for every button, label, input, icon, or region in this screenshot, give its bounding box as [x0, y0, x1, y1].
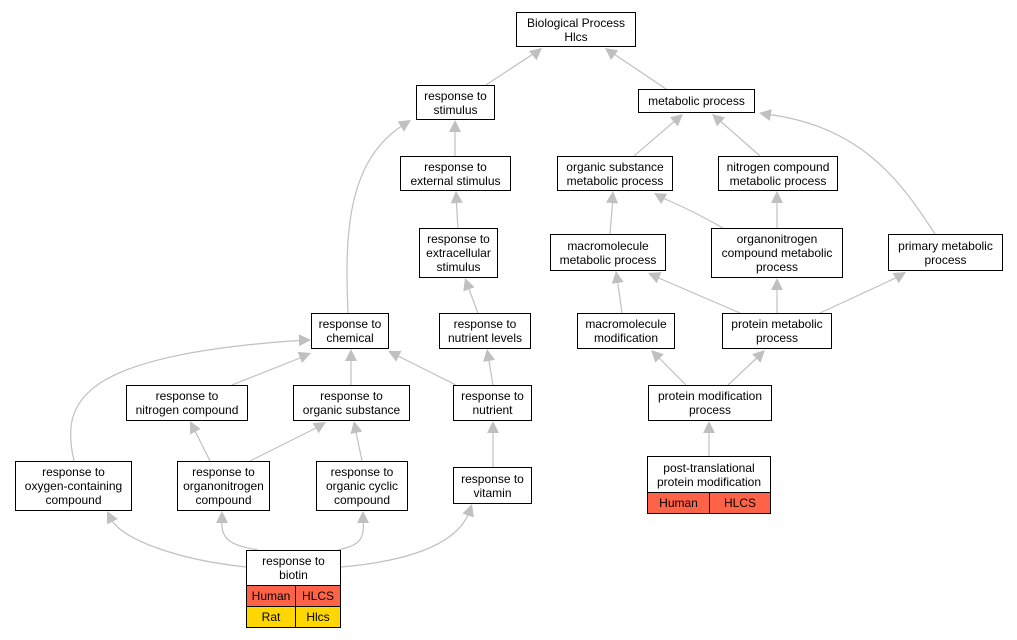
- node-organic-substance-metabolic-process[interactable]: organic substance metabolic process: [557, 156, 673, 191]
- node-response-to-biotin[interactable]: response to biotin: [246, 550, 341, 586]
- edge-chemical-to-stimulus: [346, 123, 406, 314]
- edge-external-to-stimulus-arrowhead: [449, 120, 461, 132]
- node-post-translational-protein-modification[interactable]: post-translational protein modification: [647, 456, 771, 493]
- edge-protein-to-mmp: [653, 275, 741, 314]
- node-response-to-external-stimulus[interactable]: response to external stimulus: [400, 156, 511, 191]
- node-response-to-organic-substance[interactable]: response to organic substance: [293, 385, 410, 421]
- node-response-to-oxygen-containing-compound[interactable]: response to oxygen-containing compound: [15, 461, 132, 511]
- edge-ncmp-to-metabolic-arrowhead: [712, 114, 725, 127]
- edge-mm-to-mmp-arrowhead: [611, 271, 624, 284]
- node-response-to-nitrogen-compound[interactable]: response to nitrogen compound: [126, 385, 248, 421]
- edge-biotin-to-vitamin-arrowhead: [462, 504, 474, 518]
- edge-ocmp-to-ncmp-arrowhead: [771, 191, 783, 203]
- annotation-human-species: Human: [246, 585, 296, 607]
- edge-biotin-to-rocc: [109, 516, 247, 568]
- node-response-to-stimulus[interactable]: response to stimulus: [416, 85, 495, 120]
- edge-chemical-to-stimulus-arrowhead: [397, 120, 411, 132]
- edge-ocmp-to-osmp: [659, 196, 724, 229]
- edge-protein-to-primary: [819, 275, 901, 314]
- edge-rnc-to-chemical: [231, 355, 306, 386]
- node-response-to-organic-cyclic-compound[interactable]: response to organic cyclic compound: [316, 461, 408, 511]
- node-protein-metabolic-process[interactable]: protein metabolic process: [722, 313, 832, 349]
- edge-rcc-to-ros-arrowhead: [350, 421, 363, 434]
- edge-osmp-to-metabolic: [633, 118, 678, 157]
- node-response-to-extracellular-stimulus[interactable]: response to extracellular stimulus: [419, 228, 498, 278]
- edge-nutrient-to-chemical: [393, 353, 457, 386]
- edge-metabolic-to-bp: [610, 51, 667, 90]
- edge-roc-to-ros-arrowhead: [312, 422, 326, 434]
- node-biological-process[interactable]: Biological Process Hlcs: [516, 12, 636, 47]
- edge-rocc-to-chemical: [69, 339, 306, 462]
- edge-nutrient-levels-to-extracellular-arrowhead: [463, 278, 475, 292]
- edge-rocc-to-chemical-arrowhead: [298, 334, 311, 347]
- edge-stimulus-to-bp-arrowhead: [528, 48, 542, 61]
- edge-pm-to-mm: [655, 354, 687, 386]
- edge-biotin-to-roc-arrowhead: [216, 511, 228, 523]
- edge-stimulus-to-bp: [485, 51, 537, 86]
- edge-pm-to-protein-arrowhead: [752, 350, 765, 363]
- edge-pm-to-protein: [727, 354, 761, 386]
- edge-roc-to-rnc: [192, 426, 211, 462]
- edge-metabolic-to-bp-arrowhead: [605, 48, 619, 60]
- node-primary-metabolic-process[interactable]: primary metabolic process: [888, 234, 1003, 271]
- edge-primary-to-metabolic-arrowhead: [759, 109, 772, 121]
- node-macromolecule-metabolic-process[interactable]: macromolecule metabolic process: [550, 234, 666, 271]
- edge-osmp-to-metabolic-arrowhead: [669, 114, 683, 127]
- edge-mmp-to-osmp-arrowhead: [606, 191, 619, 204]
- edge-roc-to-ros: [249, 425, 321, 462]
- node-macromolecule-modification[interactable]: macromolecule modification: [577, 313, 675, 349]
- node-response-to-chemical[interactable]: response to chemical: [311, 313, 389, 349]
- edge-mm-to-mmp: [616, 276, 623, 314]
- node-organonitrogen-compound-metabolic-process[interactable]: organonitrogen compound metabolic proces…: [711, 228, 843, 278]
- annotation-human-gene: HLCS: [709, 492, 771, 514]
- edge-nutrient-to-chemical-arrowhead: [388, 350, 402, 362]
- annotation-human-species: Human: [647, 492, 710, 514]
- edge-biotin-to-rcc-arrowhead: [357, 511, 369, 523]
- node-nitrogen-compound-metabolic-process[interactable]: nitrogen compound metabolic process: [718, 156, 838, 191]
- edge-biotin-to-vitamin: [340, 509, 471, 568]
- edge-protein-to-ocmp-arrowhead: [771, 278, 783, 290]
- edge-primary-to-metabolic: [764, 113, 936, 235]
- edge-vitamin-to-nutrient-arrowhead: [487, 421, 499, 433]
- annotation-human-gene: HLCS: [295, 585, 341, 607]
- edge-protein-to-primary-arrowhead: [892, 272, 906, 284]
- edge-protein-to-mmp-arrowhead: [648, 272, 662, 284]
- edge-ptpm-to-pm-arrowhead: [703, 421, 715, 433]
- node-protein-modification-process[interactable]: protein modification process: [648, 385, 772, 421]
- edge-rnc-to-chemical-arrowhead: [297, 351, 311, 364]
- edge-ncmp-to-metabolic: [717, 118, 761, 157]
- node-response-to-vitamin[interactable]: response to vitamin: [453, 467, 532, 504]
- edge-nutrient-to-nutrient-levels-arrowhead: [483, 349, 495, 362]
- edge-biotin-to-rocc-arrowhead: [107, 511, 118, 525]
- node-response-to-nutrient[interactable]: response to nutrient: [453, 385, 532, 421]
- node-response-to-organonitrogen-compound[interactable]: response to organonitrogen compound: [177, 461, 270, 511]
- edge-pm-to-mm-arrowhead: [651, 350, 664, 363]
- annotation-rat-species: Rat: [246, 606, 296, 628]
- node-response-to-nutrient-levels[interactable]: response to nutrient levels: [439, 313, 531, 349]
- edge-roc-to-rnc-arrowhead: [190, 421, 201, 435]
- edge-ocmp-to-osmp-arrowhead: [654, 193, 668, 205]
- node-metabolic-process[interactable]: metabolic process: [638, 89, 755, 113]
- annotation-rat-gene: Hlcs: [295, 606, 341, 628]
- edge-mmp-to-osmp: [609, 196, 614, 235]
- edge-extracellular-to-external-arrowhead: [450, 191, 463, 204]
- edge-ros-to-chemical-arrowhead: [345, 349, 357, 361]
